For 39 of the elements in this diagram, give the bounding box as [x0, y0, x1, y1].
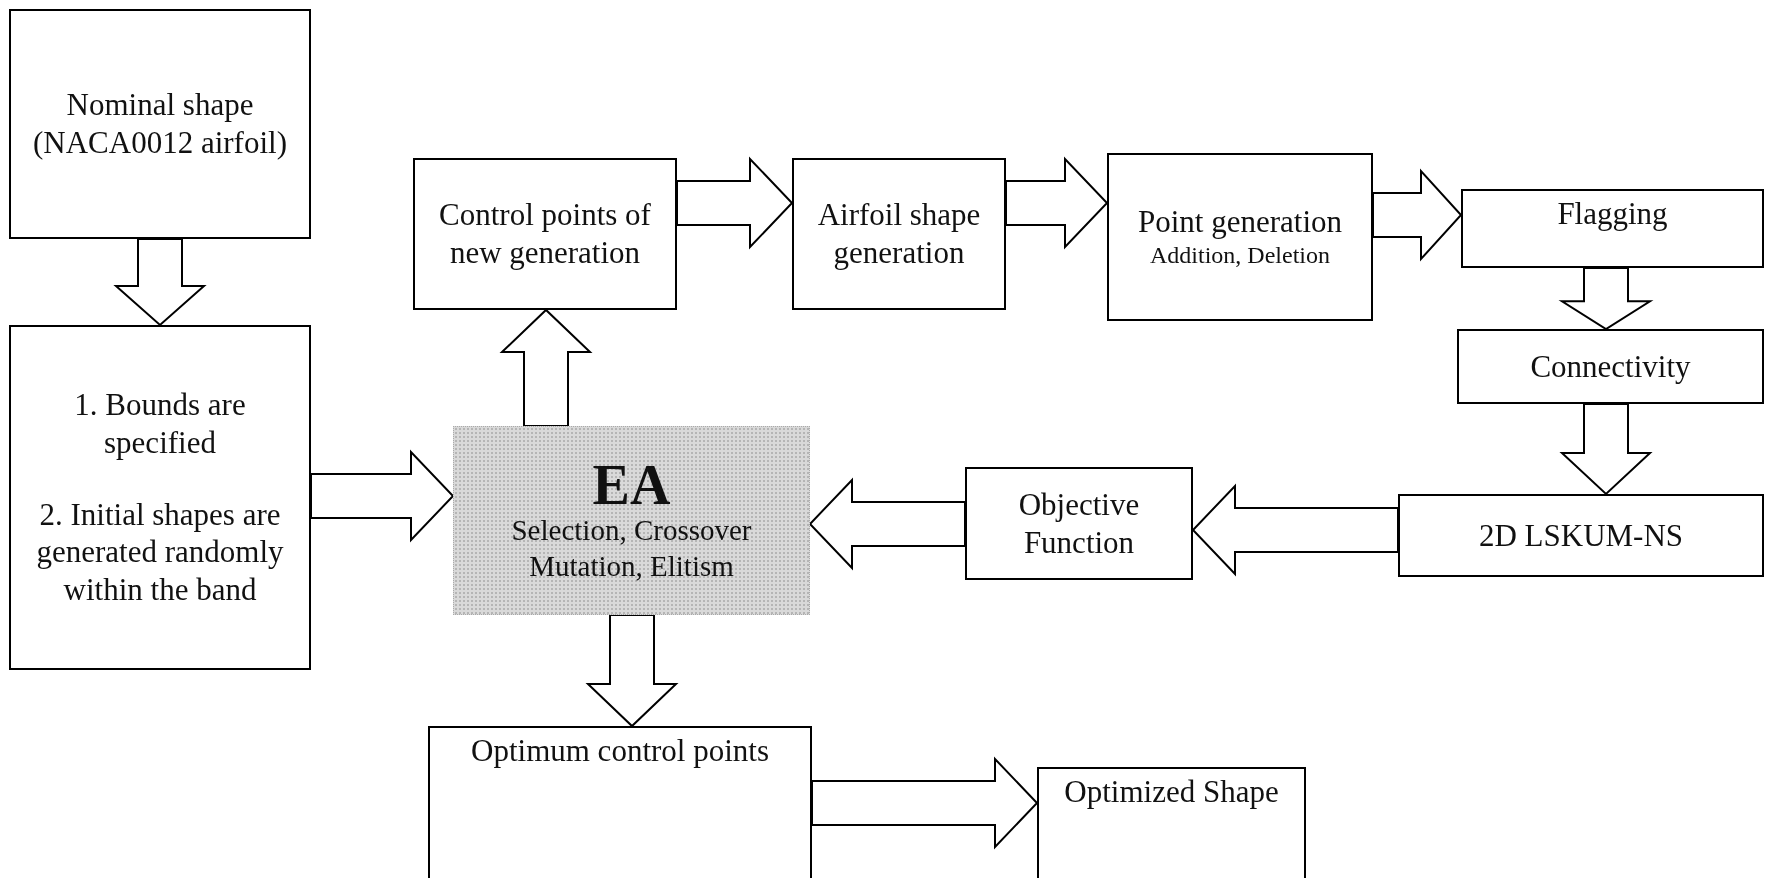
block-arrow	[811, 756, 1039, 850]
box-text: Flagging	[1557, 195, 1668, 233]
block-arrow	[1558, 267, 1654, 331]
block-arrow	[676, 156, 794, 250]
process-box	[413, 158, 677, 310]
box-text: Control points of new generation	[438, 196, 652, 272]
process-box	[1107, 153, 1373, 321]
block-arrow	[499, 308, 593, 427]
block-arrow	[808, 477, 966, 571]
process-box	[965, 467, 1193, 580]
box-text: Objective Function	[1017, 485, 1141, 562]
block-arrow	[585, 614, 679, 728]
block-arrow	[1005, 156, 1109, 250]
process-box	[428, 726, 812, 878]
box-text: 2D LSKUM-NS	[1478, 516, 1684, 555]
block-arrow	[1191, 483, 1399, 577]
process-box	[9, 9, 311, 239]
process-box	[1457, 329, 1764, 404]
process-box	[9, 325, 311, 670]
box-text: Connectivity	[1530, 347, 1691, 386]
block-arrow	[310, 449, 455, 543]
block-arrow	[1372, 168, 1463, 262]
heading: EA	[592, 457, 671, 514]
box-text: Airfoil shape generation	[816, 196, 982, 272]
box-text: Selection, Crossover Mutation, Elitism	[510, 513, 753, 584]
box-text: Optimized Shape	[1064, 773, 1279, 811]
box-text: 1. Bounds are specified	[73, 385, 247, 462]
process-box	[1461, 189, 1764, 268]
block-arrow	[113, 238, 207, 327]
box-text: Nominal shape (NACA0012 airfoil)	[32, 86, 288, 162]
box-text: Addition, Deletion	[1150, 241, 1330, 271]
box-text: 2. Initial shapes are generated randomly within the band	[35, 495, 285, 610]
box-text: Point generation	[1137, 203, 1342, 242]
process-box	[1398, 494, 1764, 577]
block-arrow	[1559, 403, 1653, 496]
process-box	[1037, 767, 1306, 878]
process-box	[792, 158, 1006, 310]
algorithm-box	[453, 426, 810, 615]
box-text: Optimum control points	[471, 732, 769, 770]
